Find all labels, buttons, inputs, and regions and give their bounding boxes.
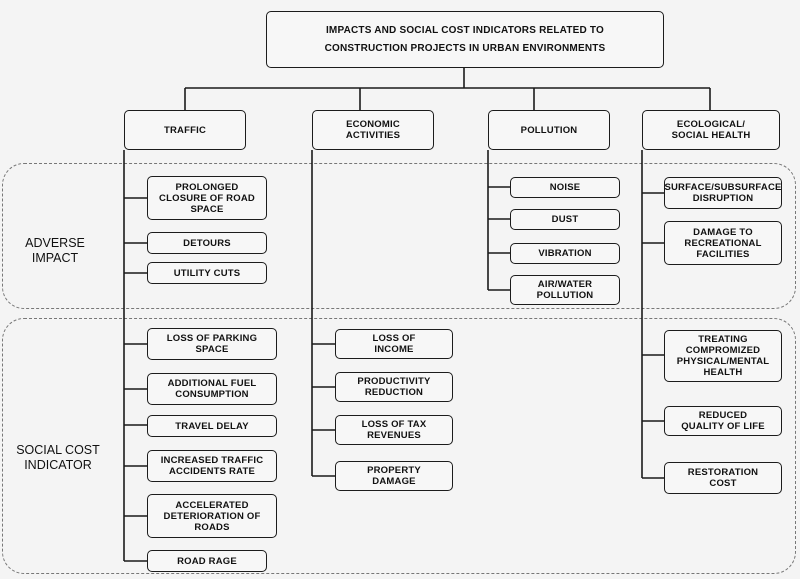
traffic-cost-item: INCREASED TRAFFIC ACCIDENTS RATE — [147, 450, 277, 482]
economic-cost-item: LOSS OF TAX REVENUES — [335, 415, 453, 445]
traffic-cost-item: ROAD RAGE — [147, 550, 267, 572]
pollution-impact-item: VIBRATION — [510, 243, 620, 264]
adverse-impact-label: ADVERSE IMPACT — [25, 236, 85, 265]
category-economic-activities: ECONOMIC ACTIVITIES — [312, 110, 434, 150]
category-pollution: POLLUTION — [488, 110, 610, 150]
ecological-impact-item: DAMAGE TO RECREATIONAL FACILITIES — [664, 221, 782, 265]
social-cost-region — [2, 318, 796, 574]
pollution-impact-item: AIR/WATER POLLUTION — [510, 275, 620, 305]
ecological-cost-item: TREATING COMPROMIZED PHYSICAL/MENTAL HEA… — [664, 330, 782, 382]
category-ecological-social-health: ECOLOGICAL/ SOCIAL HEALTH — [642, 110, 780, 150]
economic-cost-item: PRODUCTIVITY REDUCTION — [335, 372, 453, 402]
economic-cost-item: PROPERTY DAMAGE — [335, 461, 453, 491]
pollution-impact-item: DUST — [510, 209, 620, 230]
traffic-cost-item: LOSS OF PARKING SPACE — [147, 328, 277, 360]
adverse-impact-region — [2, 163, 796, 309]
traffic-cost-item: ADDITIONAL FUEL CONSUMPTION — [147, 373, 277, 405]
category-traffic: TRAFFIC — [124, 110, 246, 150]
ecological-cost-item: RESTORATION COST — [664, 462, 782, 494]
ecological-cost-item: REDUCED QUALITY OF LIFE — [664, 406, 782, 436]
economic-cost-item: LOSS OF INCOME — [335, 329, 453, 359]
ecological-impact-item: SURFACE/SUBSURFACE DISRUPTION — [664, 177, 782, 209]
diagram-title: IMPACTS AND SOCIAL COST INDICATORS RELAT… — [266, 11, 664, 68]
traffic-cost-item: TRAVEL DELAY — [147, 415, 277, 437]
pollution-impact-item: NOISE — [510, 177, 620, 198]
traffic-cost-item: ACCELERATED DETERIORATION OF ROADS — [147, 494, 277, 538]
social-cost-label: SOCIAL COST INDICATOR — [16, 443, 100, 472]
traffic-impact-item: UTILITY CUTS — [147, 262, 267, 284]
traffic-impact-item: DETOURS — [147, 232, 267, 254]
traffic-impact-item: PROLONGED CLOSURE OF ROAD SPACE — [147, 176, 267, 220]
